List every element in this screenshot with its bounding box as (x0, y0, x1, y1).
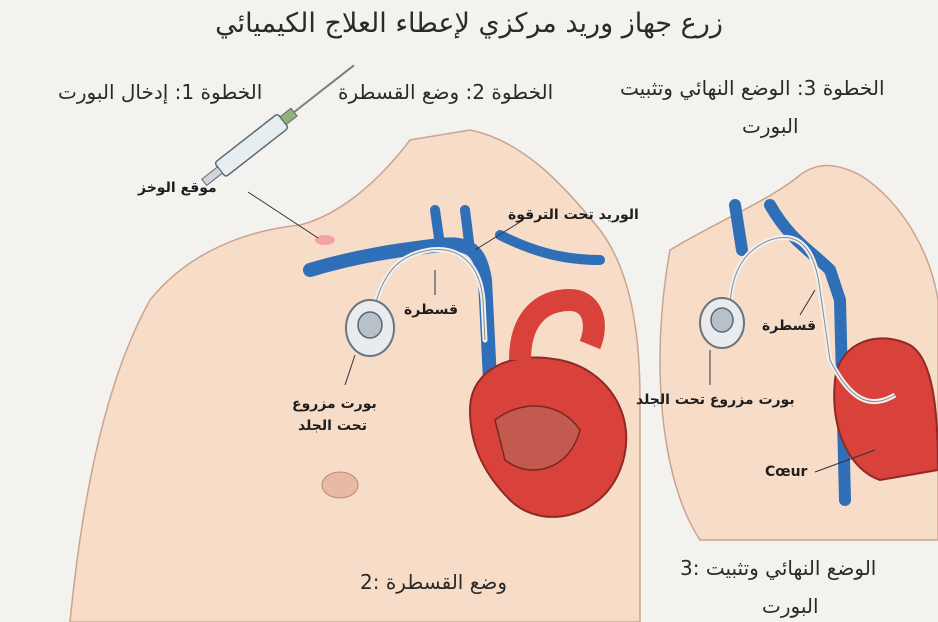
leader-insertion (247, 191, 319, 239)
step-3-label: الخطوة 3: الوضع النهائي وتثبيت (620, 76, 885, 100)
label-port-left-1: بورت مزروع (292, 396, 377, 412)
leader-heart (814, 449, 876, 473)
step-1-label: الخطوة 1: إدخال البورت (58, 80, 263, 104)
heart-left-aorta (509, 288, 605, 361)
label-heart: Cœur (765, 464, 808, 480)
leader-catheter-right (799, 289, 816, 316)
nipple (321, 471, 359, 499)
vein-left-branch (430, 205, 605, 265)
label-subclavian-vein: الوريد تحت الترقوة (508, 207, 639, 223)
insertion-site-mark (315, 235, 335, 245)
label-catheter-right: قسطرة (762, 318, 817, 334)
label-catheter-left: قسطرة (404, 302, 459, 318)
torso-left (69, 129, 641, 622)
heart-right (833, 337, 938, 482)
label-insertion-site: موقع الوخز (138, 180, 217, 196)
caption-bottom-right-1: الوضع النهائي وتثبيت :3 (680, 556, 877, 580)
leader-port-left (344, 354, 356, 386)
label-port-right: بورت مزروع تحت الجلد (636, 392, 795, 408)
caption-bottom-right-2: البورت (762, 594, 819, 618)
step-3-label-line2: البورت (742, 114, 799, 138)
caption-bottom-left: وضع القسطرة :2 (360, 570, 508, 594)
leader-subclavian (474, 221, 521, 251)
step-2-label: الخطوة 2: وضع القسطرة (338, 80, 554, 104)
syringe-icon (201, 64, 355, 187)
label-port-left-2: تحت الجلد (298, 418, 367, 434)
page-title: زرع جهاز وريد مركزي لإعطاء العلاج الكيمي… (215, 8, 723, 39)
